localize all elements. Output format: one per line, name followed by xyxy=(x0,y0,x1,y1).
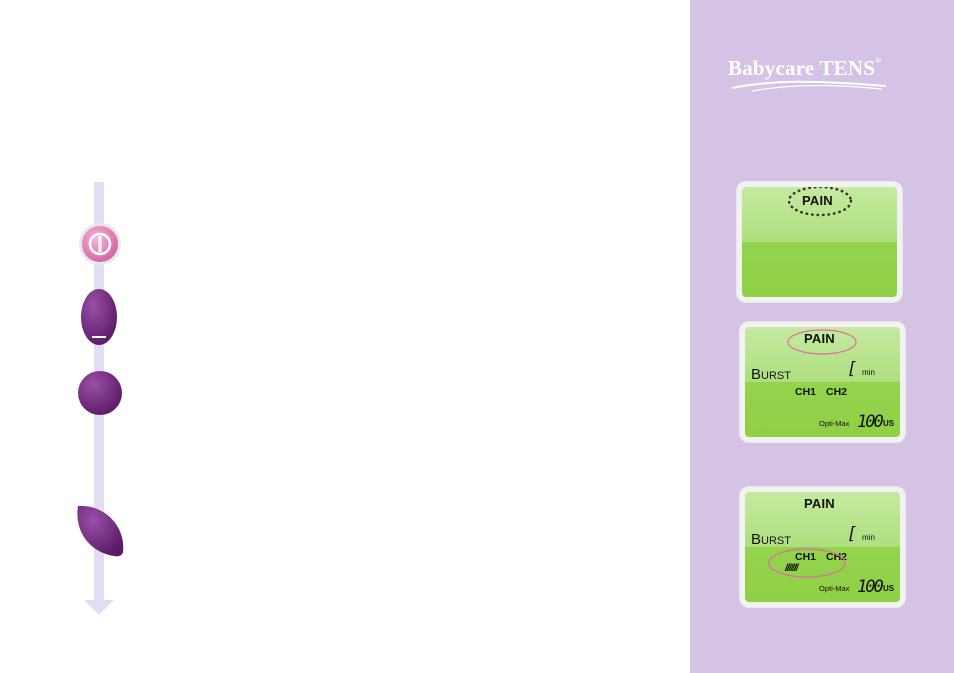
lcd-screen: PAIN BURST [ min CH1 CH2 /////// Opti-Ma… xyxy=(745,492,900,602)
lcd-screen: PAIN xyxy=(742,187,897,297)
mode-label: PAIN xyxy=(802,193,833,208)
value-unit: US xyxy=(883,419,895,428)
minus-icon xyxy=(81,289,117,345)
intensity-marks: /////// xyxy=(785,563,798,574)
brand-logo: Babycare TENS® xyxy=(728,56,918,96)
program-label: BURST xyxy=(751,531,791,548)
mode-label: PAIN xyxy=(804,331,835,346)
power-button[interactable] xyxy=(78,222,122,266)
brand-name: Babycare TENS® xyxy=(728,56,882,80)
circle-highlight-icon xyxy=(787,329,857,355)
channel-2-label: CH2 xyxy=(826,386,848,398)
mode-label: PAIN xyxy=(804,496,835,511)
timer-unit: min xyxy=(862,533,875,542)
channel-1-label: CH1 xyxy=(795,386,817,398)
dotted-highlight-icon xyxy=(787,187,853,217)
lcd-screen: PAIN BURST [ min CH1 CH2 Opti-Max 100 US xyxy=(745,327,900,437)
channel-highlight-icon xyxy=(768,548,846,578)
timeline-arrow-icon xyxy=(84,600,114,615)
round-button-icon xyxy=(78,371,122,415)
lcd-display-1: PAIN xyxy=(737,182,902,302)
lcd-display-3: PAIN BURST [ min CH1 CH2 /////// Opti-Ma… xyxy=(740,487,905,607)
value-unit: US xyxy=(883,584,895,593)
channel-2-label: CH2 xyxy=(826,551,848,563)
logo-swoosh-icon xyxy=(732,80,887,92)
value-readout: 100 xyxy=(857,412,884,432)
timer-digit: [ xyxy=(847,359,857,379)
value-readout: 100 xyxy=(857,577,884,597)
timer-unit: min xyxy=(862,368,875,377)
boost-leaf-icon xyxy=(77,505,124,557)
lcd-display-2: PAIN BURST [ min CH1 CH2 Opti-Max 100 US xyxy=(740,322,905,442)
opti-max-label: Opti-Max xyxy=(819,419,850,428)
round-button[interactable] xyxy=(77,370,123,416)
timer-digit: [ xyxy=(847,524,857,544)
channel-1-label: CH1 xyxy=(795,551,817,563)
power-icon xyxy=(79,223,121,265)
minus-button[interactable] xyxy=(80,288,118,346)
program-label: BURST xyxy=(751,366,791,383)
opti-max-label: Opti-Max xyxy=(819,584,850,593)
boost-button[interactable] xyxy=(74,502,126,558)
